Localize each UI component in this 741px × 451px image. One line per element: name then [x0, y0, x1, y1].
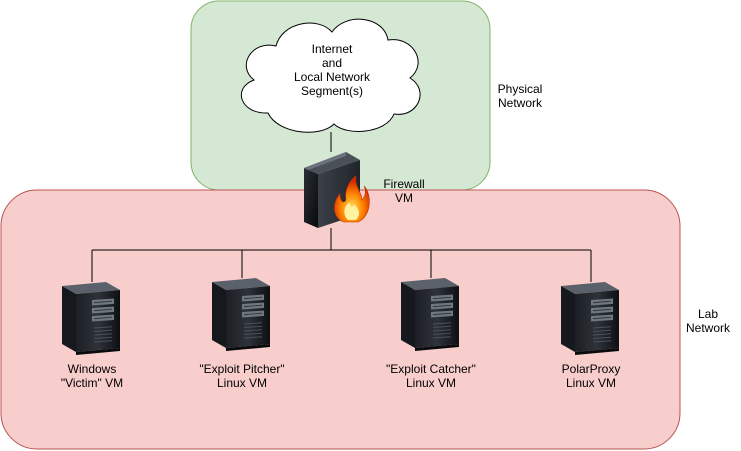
- cloud-label-line2: and: [321, 56, 343, 70]
- server-tower-icon-exploit-catcher: [401, 278, 459, 351]
- server-tower-icon-exploit-pitcher: [212, 278, 270, 351]
- internet-cloud-icon: [241, 18, 421, 133]
- server-tower-icon-windows: [62, 282, 120, 355]
- cloud-label-line3: Local Network: [293, 70, 371, 84]
- firewall-icon: [304, 152, 370, 228]
- machine-label-exploit-catcher: "Exploit Catcher" Linux VM: [386, 362, 476, 390]
- cloud-label: Internet and Local Network Segment(s): [272, 42, 392, 98]
- cloud-label-line1: Internet: [311, 42, 353, 56]
- cloud-label-line4: Segment(s): [300, 84, 364, 98]
- machine-label-windows: Windows "Victim" VM: [60, 362, 124, 390]
- firewall-label: Firewall VM: [383, 177, 425, 205]
- physical-network-label: Physical Network: [497, 82, 543, 110]
- machine-label-exploit-pitcher: "Exploit Pitcher" Linux VM: [199, 362, 285, 390]
- lab-network-label: Lab Network: [685, 307, 730, 335]
- machine-label-polarproxy: PolarProxy Linux VM: [561, 362, 621, 390]
- server-tower-icon-polarproxy: [561, 282, 619, 355]
